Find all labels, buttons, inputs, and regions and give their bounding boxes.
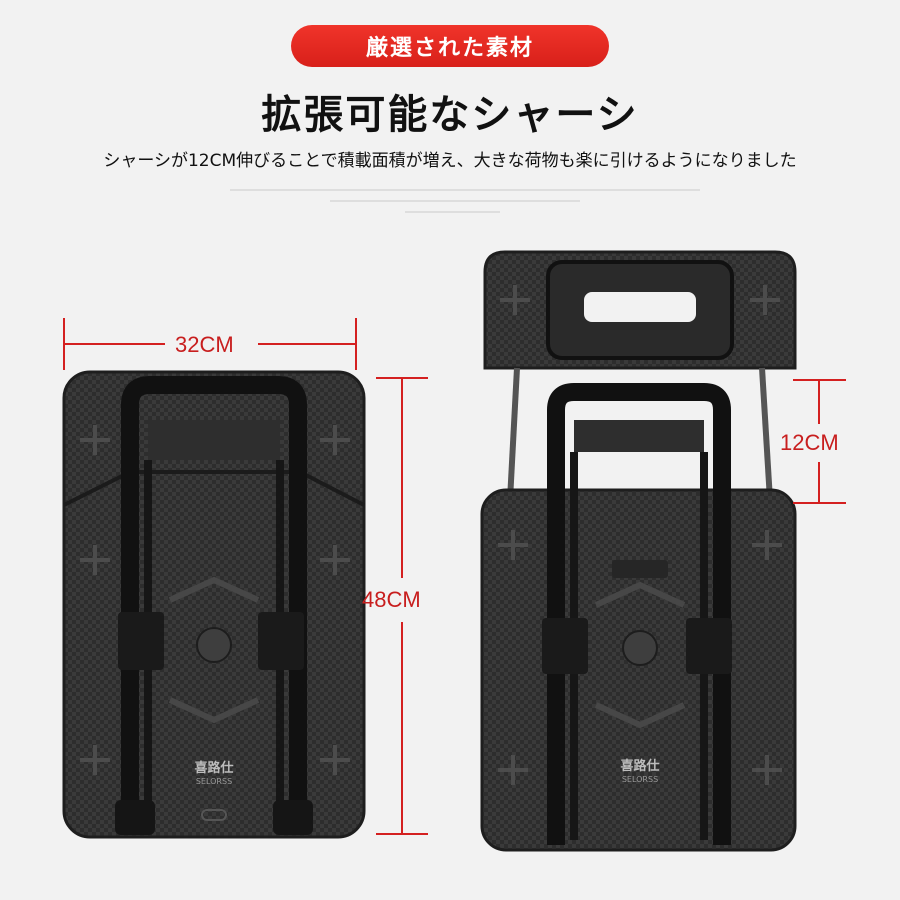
brand-logo-left: 喜路仕: [194, 760, 233, 776]
brand-latin-right: SELORSS: [622, 775, 658, 784]
height-label: 48CM: [362, 587, 421, 612]
description-text: シャーシが12CM伸びることで積載面積が増え、大きな荷物も楽に引けるようになりま…: [103, 151, 797, 171]
fine-print: [230, 189, 700, 213]
width-dimension: [63, 318, 357, 370]
brand-latin-left: SELORSS: [196, 777, 232, 786]
extended-cart: [480, 250, 797, 852]
brand-logo-right: 喜路仕: [620, 758, 659, 774]
material-badge: 厳選された素材: [291, 25, 609, 67]
folded-cart: [62, 370, 366, 839]
page-title: 拡張可能なシャーシ: [261, 92, 639, 138]
badge-label: 厳選された素材: [365, 36, 534, 61]
extension-label: 12CM: [780, 430, 839, 455]
height-dimension: [376, 377, 428, 835]
width-label: 32CM: [175, 332, 234, 357]
extension-dimension: [793, 379, 846, 504]
